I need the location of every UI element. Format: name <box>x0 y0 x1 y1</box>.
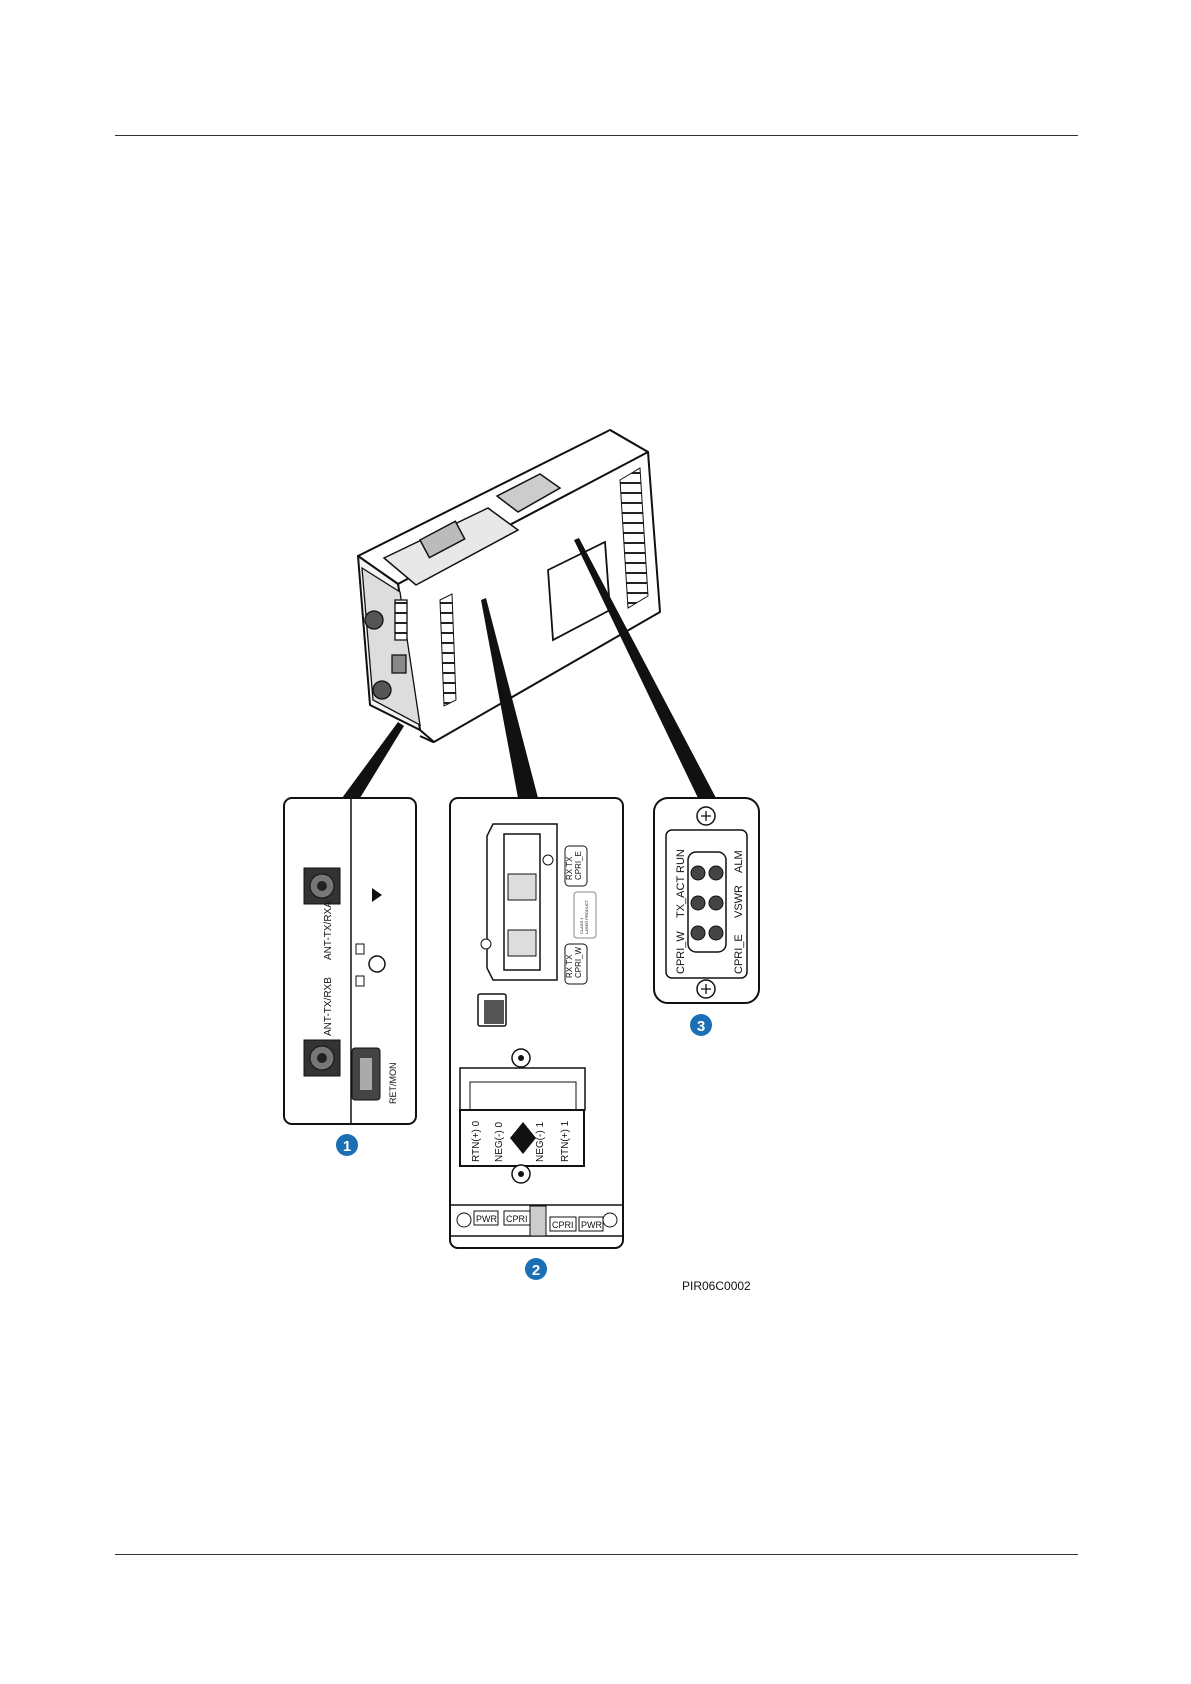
panel-2: RX TXCPRI_E RX TXCPRI_W CLASS 1LASER PRO… <box>450 798 623 1248</box>
pwr-label-2: PWR <box>581 1220 602 1230</box>
rtn1-label: RTN(+) 1 <box>560 1120 571 1162</box>
antenna-b-connector <box>304 1040 340 1076</box>
alm-led-label: ALM <box>733 850 745 873</box>
callout-2-number: 2 <box>532 1262 540 1279</box>
run-led-label: RUN <box>675 849 687 873</box>
callout-1: 1 <box>336 1134 358 1156</box>
cpri-w-led-label: CPRI_W <box>675 931 687 974</box>
callout-3-number: 3 <box>697 1018 705 1035</box>
neg1-label: NEG(-) 1 <box>535 1122 546 1162</box>
pwr-label-1: PWR <box>476 1214 497 1224</box>
panel-3: CPRI_W TX_ACT RUN CPRI_E VSWR ALM <box>654 798 759 1003</box>
callout-1-number: 1 <box>343 1138 351 1155</box>
ret-mon-port <box>352 1048 380 1100</box>
cpri-label-2: CPRI <box>552 1220 574 1230</box>
ant-a-label: ANT-TX/RXA <box>323 901 334 960</box>
rtn0-label: RTN(+) 0 <box>471 1120 482 1162</box>
ret-mon-label: RET/MON <box>388 1063 398 1105</box>
cpri-label-1: CPRI <box>506 1214 528 1224</box>
antenna-a-connector <box>304 868 340 904</box>
callout-2: 2 <box>525 1258 547 1280</box>
neg0-label: NEG(-) 0 <box>494 1122 505 1162</box>
vswr-led-label: VSWR <box>733 885 745 918</box>
panel-1: ANT-TX/RXA ANT-TX/RXB RET/MON <box>284 798 416 1124</box>
callout-3: 3 <box>690 1014 712 1036</box>
cpri-e-led-label: CPRI_E <box>733 934 745 974</box>
footer-rule <box>115 1554 1078 1555</box>
figure-id: PIR06C0002 <box>682 1279 751 1293</box>
tx-act-led-label: TX_ACT <box>675 876 687 918</box>
ground-screw-icon <box>369 956 385 972</box>
ant-b-label: ANT-TX/RXB <box>323 977 334 1036</box>
